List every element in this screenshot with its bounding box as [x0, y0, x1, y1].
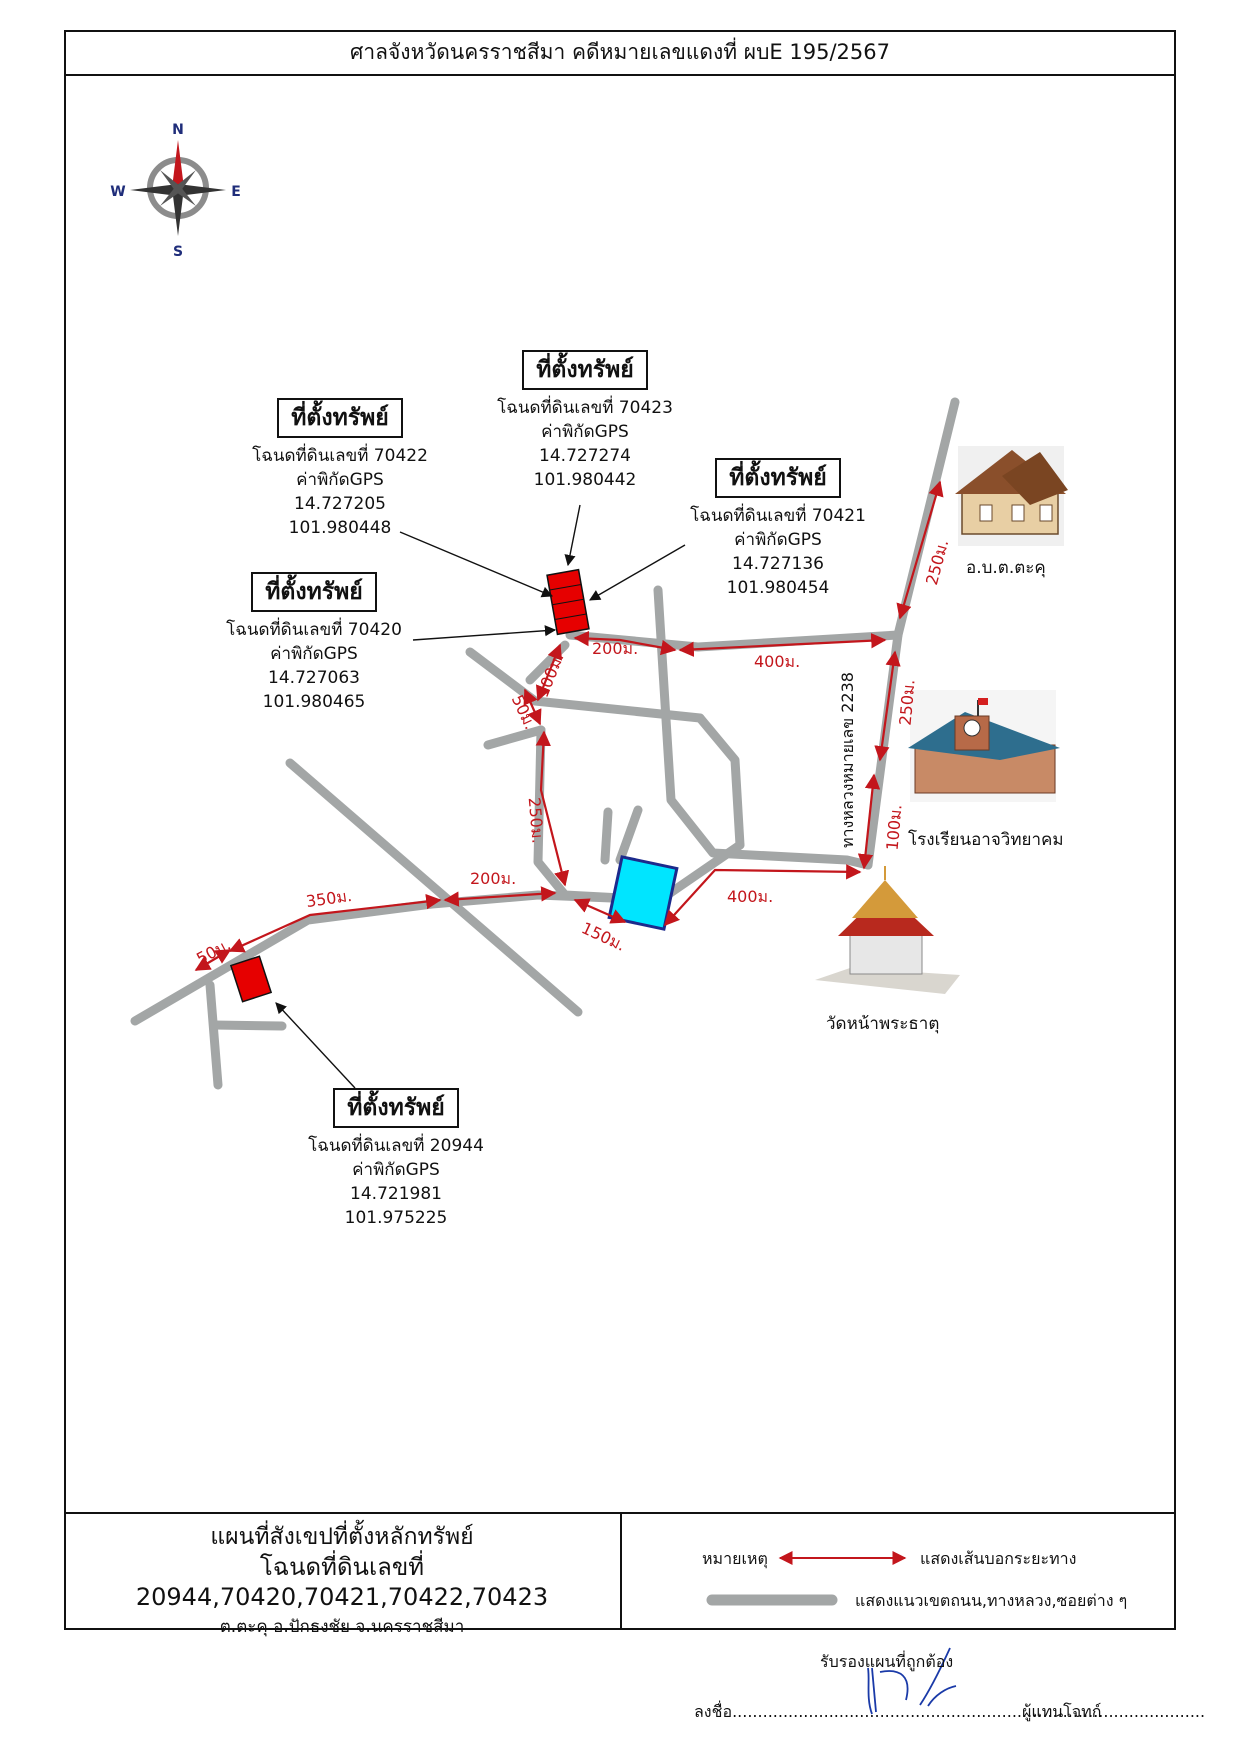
- school-label: โรงเรียนอาจวิทยาคม: [908, 830, 1064, 850]
- tao-house-icon: [955, 446, 1068, 546]
- footer-title: แผนที่สังเขปที่ตั้งหลักทรัพย์ โฉนดที่ดิน…: [66, 1522, 618, 1642]
- deed-number: โฉนดที่ดินเลขที่ 70420: [226, 620, 402, 640]
- temple-label: วัดหน้าพระธาตุ: [826, 1014, 940, 1034]
- compass-n-label: N: [172, 122, 184, 138]
- temple-icon: [808, 866, 968, 1000]
- pointer-arrows: [275, 504, 686, 1089]
- signer-role: ผู้แทนโจทก์: [1022, 1702, 1102, 1721]
- property-heading: ที่ตั้งทรัพย์: [251, 572, 377, 612]
- legend-label: หมายเหตุ: [702, 1549, 768, 1568]
- road-spur-down: [205, 980, 223, 1090]
- certify-text: รับรองแผนที่ถูกต้อง: [820, 1652, 954, 1671]
- property-info-20944: ที่ตั้งทรัพย์ โฉนดที่ดินเลขที่ 20944 ค่า…: [296, 1088, 496, 1230]
- gps-lon: 101.980448: [288, 518, 392, 538]
- deed-number: โฉนดที่ดินเลขที่ 70422: [252, 446, 428, 466]
- legend-arrow-desc: แสดงเส้นบอกระยะทาง: [920, 1549, 1077, 1568]
- deed-number: โฉนดที่ดินเลขที่ 70421: [690, 506, 866, 526]
- distance-label: 200ม.: [470, 869, 517, 888]
- highway-label: ทางหลวงหมายเลข 2238: [838, 672, 857, 848]
- parcel-20944: [229, 955, 273, 1003]
- distance-label: 250ม.: [524, 796, 548, 845]
- page-title: ศาลจังหวัดนครราชสีมา คดีหมายเลขแดงที่ ผบ…: [64, 30, 1176, 76]
- distance-label: 200ม.: [592, 639, 639, 658]
- road-short-spur-left: [483, 725, 546, 750]
- distance-label: 400ม.: [727, 887, 774, 906]
- gps-lat: 14.727136: [732, 554, 824, 574]
- school-building-icon: [908, 690, 1060, 802]
- gps-lon: 101.980465: [262, 692, 366, 712]
- property-info-70420: ที่ตั้งทรัพย์ โฉนดที่ดินเลขที่ 70420 ค่า…: [214, 572, 414, 714]
- road-pond-spur: [600, 807, 613, 865]
- distance-label: 100ม.: [882, 803, 906, 852]
- deed-list: โฉนดที่ดินเลขที่ 20944,70420,70421,70422…: [135, 1553, 549, 1611]
- property-info-70423: ที่ตั้งทรัพย์ โฉนดที่ดินเลขที่ 70423 ค่า…: [490, 350, 680, 492]
- gps-lon: 101.980442: [533, 470, 637, 490]
- sign-line: ลงชื่อ..................................…: [694, 1702, 1206, 1721]
- gps-lat: 14.727063: [268, 668, 360, 688]
- deed-number: โฉนดที่ดินเลขที่ 70423: [497, 398, 673, 418]
- gps-lat: 14.727205: [294, 494, 386, 514]
- property-heading: ที่ตั้งทรัพย์: [277, 398, 403, 438]
- gps-label: ค่าพิกัดGPS: [734, 530, 822, 550]
- road-diagonal: [285, 758, 583, 1017]
- gps-lon: 101.975225: [344, 1208, 448, 1228]
- gps-label: ค่าพิกัดGPS: [270, 644, 358, 664]
- property-heading: ที่ตั้งทรัพย์: [333, 1088, 459, 1128]
- distance-label: 250ม.: [895, 678, 919, 727]
- distance-label: 400ม.: [754, 652, 801, 671]
- tao-label: อ.บ.ต.ตะคุ: [966, 558, 1046, 578]
- compass-e-label: E: [231, 184, 241, 200]
- road-spur-right: [209, 1020, 287, 1031]
- gps-lon: 101.980454: [726, 578, 830, 598]
- gps-lat: 14.727274: [539, 446, 631, 466]
- parcel-group-70420-70423: [546, 568, 590, 636]
- road-pond-spur2: [615, 805, 643, 865]
- road-center-vertical: [653, 585, 873, 870]
- property-heading: ที่ตั้งทรัพย์: [522, 350, 648, 390]
- property-info-70422: ที่ตั้งทรัพย์ โฉนดที่ดินเลขที่ 70422 ค่า…: [240, 398, 440, 540]
- distance-arrows: [194, 480, 944, 971]
- deed-number: โฉนดที่ดินเลขที่ 20944: [308, 1136, 484, 1156]
- gps-label: ค่าพิกัดGPS: [352, 1160, 440, 1180]
- compass-w-label: W: [110, 184, 125, 200]
- road-loop-east: [695, 713, 745, 850]
- gps-label: ค่าพิกัดGPS: [541, 422, 629, 442]
- compass-s-label: S: [173, 244, 183, 260]
- property-heading: ที่ตั้งทรัพย์: [715, 458, 841, 498]
- footer-divider: [620, 1512, 622, 1630]
- property-info-70421: ที่ตั้งทรัพย์ โฉนดที่ดินเลขที่ 70421 ค่า…: [678, 458, 878, 600]
- signature-scribble: [867, 1647, 957, 1715]
- legend-road-desc: แสดงแนวเขตถนน,ทางหลวง,ซอยต่าง ๆ: [855, 1591, 1128, 1610]
- gps-label: ค่าพิกัดGPS: [296, 470, 384, 490]
- compass-icon: [130, 140, 226, 236]
- map-title: แผนที่สังเขปที่ตั้งหลักทรัพย์: [210, 1524, 474, 1550]
- location-line: ต.ตะคุ อ.ปักธงชัย จ.นครราชสีมา: [219, 1617, 465, 1637]
- gps-lat: 14.721981: [350, 1184, 442, 1204]
